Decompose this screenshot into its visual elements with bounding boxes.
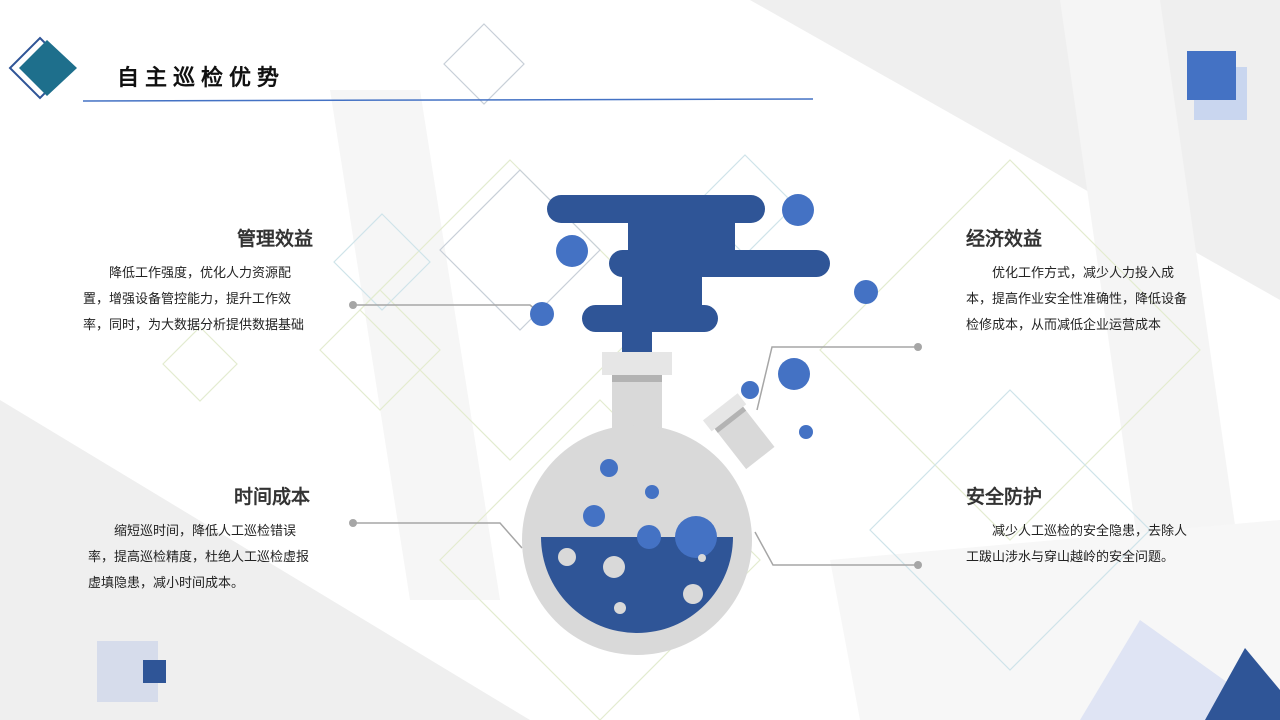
benefit-heading: 管理效益 <box>236 228 313 250</box>
benefit-heading: 经济效益 <box>966 228 1043 250</box>
flask-icon <box>522 352 775 655</box>
benefit-heading: 安全防护 <box>966 486 1043 508</box>
benefit-text: 缩短巡时间，降低人工巡检错误率，提高巡检精度，杜绝人工巡检虚报虚填隐患，减小时间… <box>88 524 310 591</box>
bubbles-icon <box>530 194 878 439</box>
benefit-economic: 经济效益 优化工作方式，减少人力投入成本，提高作业安全性准确性，降低设备检修成本… <box>966 224 1196 339</box>
smoke-icon <box>547 195 830 355</box>
benefit-text: 优化工作方式，减少人力投入成本，提高作业安全性准确性，降低设备检修成本，从而减低… <box>966 266 1188 333</box>
benefit-heading: 时间成本 <box>233 486 310 508</box>
page-title: 自主巡检优势 <box>117 66 286 91</box>
benefit-time: 时间成本 缩短巡时间，降低人工巡检错误率，提高巡检精度，杜绝人工巡检虚报虚填隐患… <box>83 482 310 597</box>
benefit-safety: 安全防护 减少人工巡检的安全隐患，去除人工跋山涉水与穿山越岭的安全问题。 <box>966 482 1188 571</box>
benefit-management: 管理效益 降低工作强度，优化人力资源配置，增强设备管控能力，提升工作效率，同时，… <box>83 224 313 339</box>
benefit-text: 减少人工巡检的安全隐患，去除人工跋山涉水与穿山越岭的安全问题。 <box>966 524 1188 565</box>
benefit-text: 降低工作强度，优化人力资源配置，增强设备管控能力，提升工作效率，同时，为大数据分… <box>83 266 305 333</box>
